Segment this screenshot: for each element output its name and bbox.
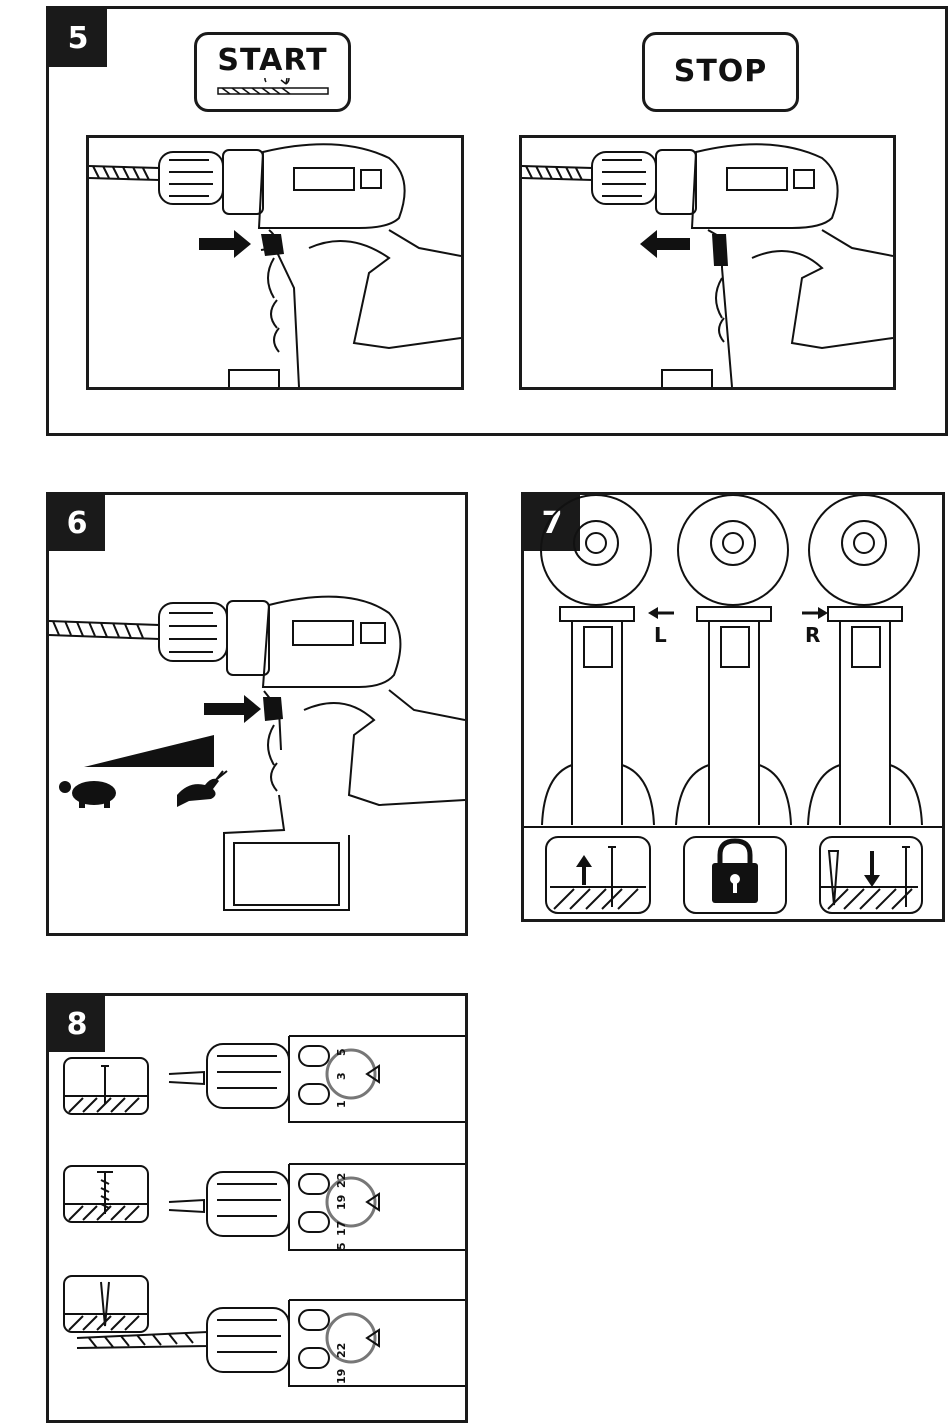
start-drill-illustration (86, 135, 464, 390)
figure-8-panel: 8 (46, 993, 468, 1423)
figure-number: 5 (49, 9, 107, 67)
drill-bit-rotation-icon (208, 78, 338, 102)
collar-3-value-19: 19 (335, 1369, 348, 1384)
padlock-icon (712, 841, 758, 903)
collar-2-value-19: 19 (335, 1195, 348, 1210)
torque-setting-illustration: 1 3 5 5 17 19 22 19 22 (49, 996, 465, 1420)
collar-1-value-5: 5 (335, 1048, 348, 1056)
variable-speed-illustration (49, 495, 465, 933)
figure-6-panel: 6 (46, 492, 468, 936)
left-rotation-label: L (654, 623, 667, 647)
stop-sign: STOP (642, 32, 799, 112)
start-label: START (197, 43, 348, 78)
rotation-direction-illustration (524, 495, 942, 919)
turtle-icon (59, 781, 116, 808)
collar-2-value-17: 17 (335, 1221, 348, 1236)
figure-7-panel: 7 (521, 492, 945, 922)
collar-3-value-22: 22 (335, 1343, 348, 1358)
collar-2-value-22: 22 (335, 1173, 348, 1188)
rabbit-icon (177, 771, 227, 807)
stop-label: STOP (674, 54, 768, 89)
figure-5-panel: 5 START STOP (46, 6, 948, 436)
collar-2-value-5: 5 (335, 1242, 348, 1250)
collar-1-value-1: 1 (335, 1100, 348, 1108)
start-sign: START (194, 32, 351, 112)
right-rotation-label: R (805, 623, 820, 647)
stop-drill-illustration (519, 135, 896, 390)
collar-1-value-3: 3 (335, 1072, 348, 1080)
